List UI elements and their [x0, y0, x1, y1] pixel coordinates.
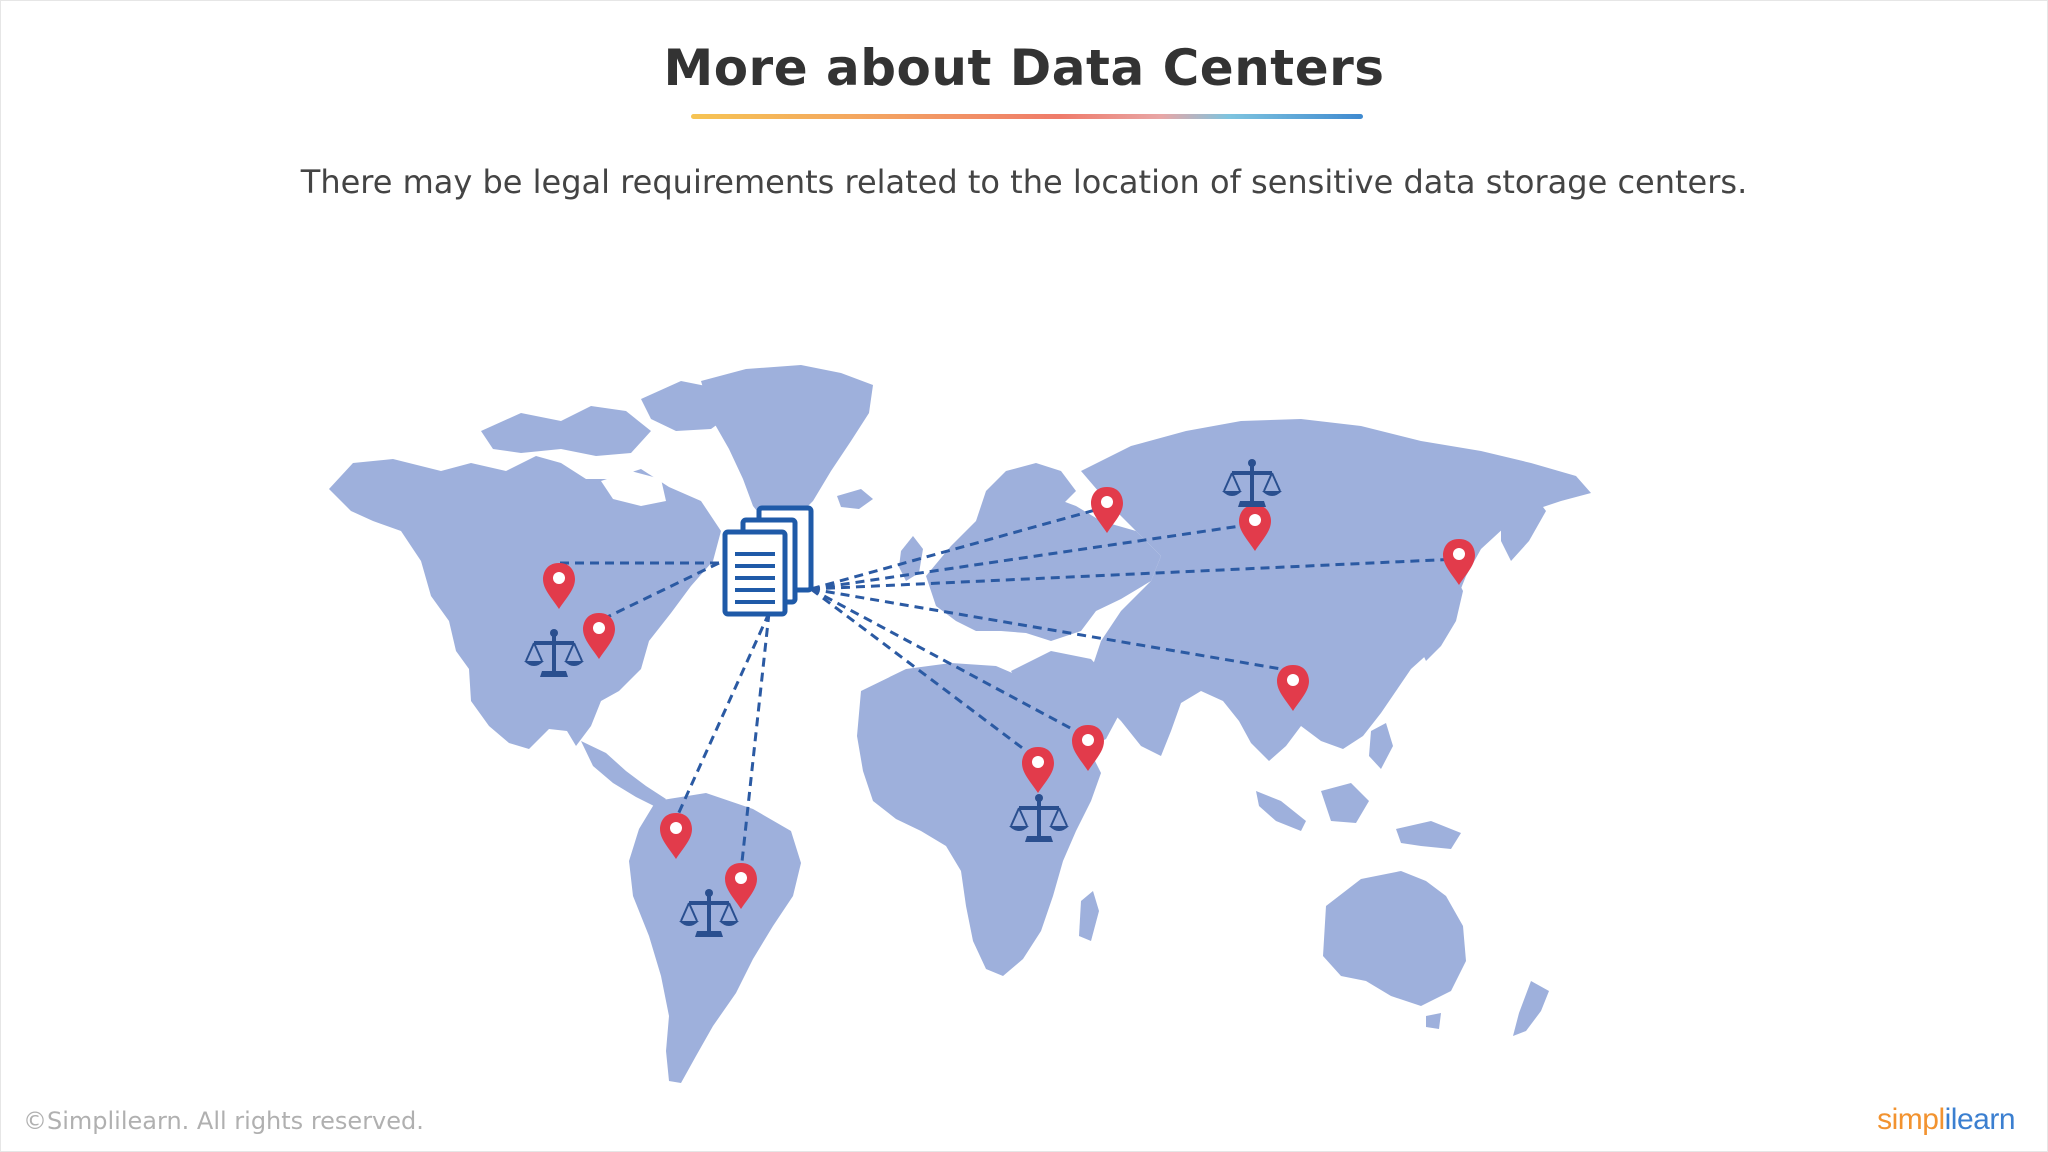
europe	[926, 493, 1161, 641]
link-sa-1	[674, 612, 771, 820]
link-na-2	[598, 561, 720, 623]
new-guinea	[1396, 821, 1461, 849]
australia	[1323, 871, 1466, 1006]
link-sa-2	[739, 612, 771, 872]
brand-logo-part1: simpl	[1877, 1103, 1945, 1136]
new-zealand	[1513, 981, 1549, 1036]
data-links	[557, 505, 1459, 872]
world-map	[329, 365, 1591, 1083]
link-cn	[810, 587, 1294, 673]
borneo	[1321, 783, 1369, 823]
brand-logo-part2: ilearn	[1944, 1103, 2016, 1136]
link-jp	[810, 557, 1459, 591]
madagascar	[1079, 891, 1099, 941]
british-isles	[899, 536, 923, 581]
africa	[857, 663, 1101, 976]
brand-logo: simplilearn	[1877, 1103, 2015, 1137]
copyright-notice: ©Simplilearn. All rights reserved.	[23, 1107, 424, 1135]
sumatra	[1256, 791, 1306, 831]
hudson-island	[601, 471, 666, 506]
kamchatka	[1501, 491, 1546, 561]
scandinavia	[976, 463, 1076, 531]
link-af-2	[810, 587, 1088, 739]
greenland	[701, 365, 873, 526]
link-eu-1	[810, 505, 1107, 591]
arctic-islands	[481, 406, 651, 456]
north-america	[329, 456, 721, 749]
tasmania	[1426, 1013, 1441, 1029]
slide-title: More about Data Centers	[663, 39, 1385, 97]
japan	[1419, 571, 1463, 661]
title-underline	[691, 114, 1363, 119]
documents-icon	[722, 505, 814, 617]
iceland	[837, 489, 873, 509]
south-america	[629, 793, 801, 1083]
slide-subtitle: There may be legal requirements related …	[300, 163, 1748, 201]
philippines	[1369, 723, 1393, 769]
central-america	[581, 741, 666, 807]
link-af-1	[810, 587, 1038, 761]
asia	[1081, 419, 1591, 761]
